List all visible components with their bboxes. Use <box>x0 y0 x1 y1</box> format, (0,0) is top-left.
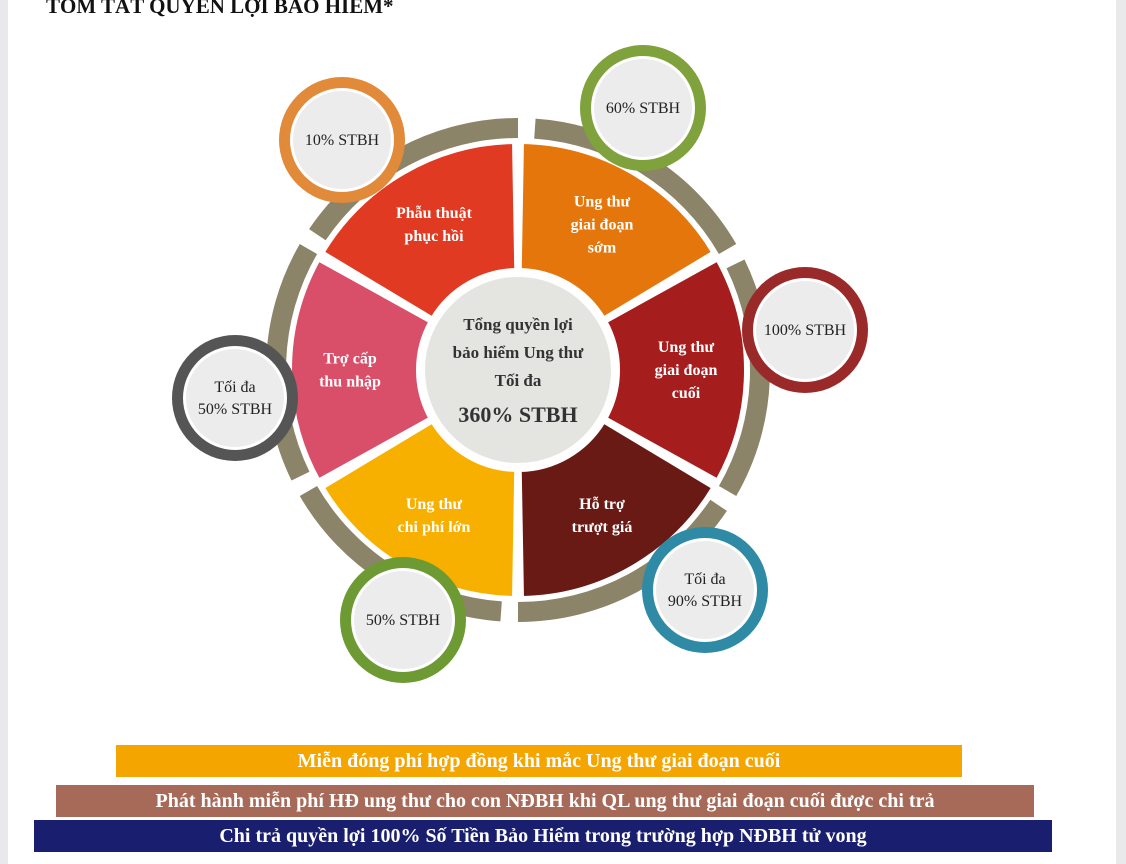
badge-circle <box>354 571 452 669</box>
center-label: Tổng quyền lợi <box>463 315 573 334</box>
segment-label: Hỗ trợ <box>579 496 625 513</box>
badge-label: 100% STBH <box>764 322 847 339</box>
segment-label: Trợ cấp <box>323 351 377 368</box>
outer-ring-arc <box>534 118 737 254</box>
benefit-amount-badge: 60% STBH <box>580 45 706 171</box>
badge-circle <box>756 281 854 379</box>
segment-label: Phẫu thuật <box>396 205 473 222</box>
segment-label: thu nhập <box>319 374 381 391</box>
segment-label: Ung thư <box>658 339 715 356</box>
document-page: TÓM TẮT QUYỀN LỢI BẢO HIỂM* Phẫu thuật ph… <box>8 0 1116 864</box>
outer-ring-arc <box>299 486 502 622</box>
badge-circle <box>594 59 692 157</box>
benefit-band-premium-waiver: Miễn đóng phí hợp đồng khi mắc Ung thư g… <box>116 745 962 777</box>
badge-circle <box>293 91 391 189</box>
segment-label: giai đoạn <box>571 217 634 234</box>
benefit-amount-badge: 100% STBH <box>742 267 868 393</box>
benefit-band-death-benefit: Chi trả quyền lợi 100% Số Tiền Bảo Hiểm … <box>34 820 1052 852</box>
benefit-amount-badge: Tối đa 90% STBH <box>642 527 768 653</box>
benefit-amount-badge: 50% STBH <box>340 557 466 683</box>
benefit-band-child-contract: Phát hành miễn phí HĐ ung thư cho con NĐ… <box>56 785 1034 817</box>
outer-ring-arc <box>518 499 727 622</box>
badge-circle <box>186 349 284 447</box>
segment-label: trượt giá <box>572 519 633 536</box>
segment-label: Ung thư <box>406 496 463 513</box>
segment-label: chi phí lớn <box>398 519 471 536</box>
center-label: bảo hiểm Ung thư <box>453 343 584 362</box>
badge-circle <box>656 541 754 639</box>
segment-label: Ung thư <box>574 194 631 211</box>
benefit-segment: Ung thư giai đoạn sớm <box>517 139 717 322</box>
badge-label: 50% STBH <box>366 612 441 629</box>
outer-ring-arc <box>309 118 518 241</box>
badge-label: 60% STBH <box>606 100 681 117</box>
badge-label: 50% STBH <box>198 401 273 418</box>
segment-label: giai đoạn <box>655 362 718 379</box>
badge-label: 90% STBH <box>668 593 743 610</box>
segment-label: cuối <box>672 385 701 402</box>
badge-label: Tối đa <box>684 571 725 588</box>
badge-label: 10% STBH <box>305 132 380 149</box>
segment-label: phục hồi <box>404 228 464 245</box>
center-total: 360% STBH <box>458 402 577 427</box>
center-circle <box>425 277 611 463</box>
benefit-amount-badge: 10% STBH <box>279 77 405 203</box>
benefit-amount-badge: Tối đa 50% STBH <box>172 335 298 461</box>
page-title: TÓM TẮT QUYỀN LỢI BẢO HIỂM* <box>46 0 394 18</box>
badge-label: Tối đa <box>214 379 255 396</box>
center-label: Tối đa <box>495 371 542 390</box>
segment-label: sớm <box>588 240 617 257</box>
